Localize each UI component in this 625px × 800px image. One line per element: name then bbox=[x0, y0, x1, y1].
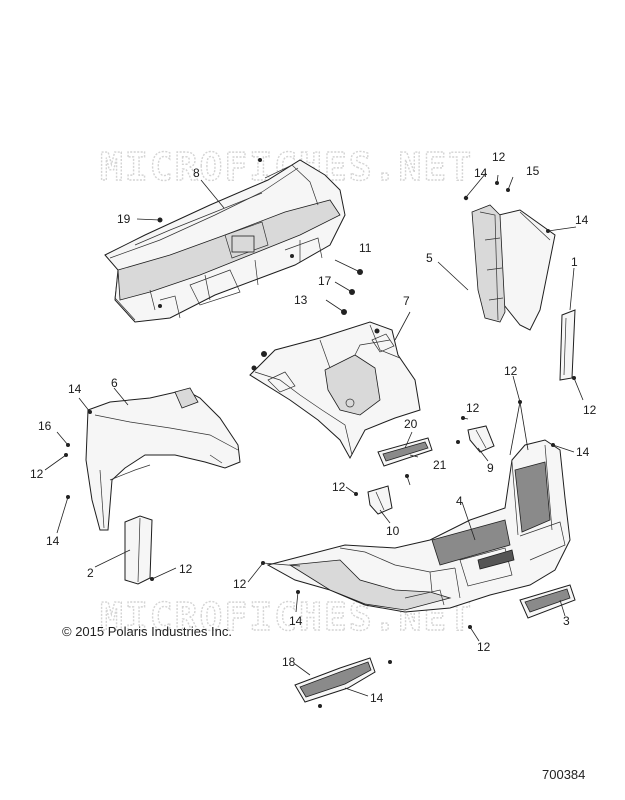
callout-label-5: 5 bbox=[426, 251, 433, 265]
callout-label-13: 13 bbox=[294, 293, 308, 307]
callout-label-3: 3 bbox=[563, 614, 570, 628]
callout-label-15-top: 15 bbox=[526, 164, 540, 178]
part-4-front-bumper bbox=[266, 439, 571, 613]
callout-label-12-upper-bumper: 12 bbox=[504, 364, 518, 378]
callout-label-14-right: 14 bbox=[575, 213, 589, 227]
copyright-notice: © 2015 Polaris Industries Inc. bbox=[62, 624, 232, 639]
callout-label-18: 20 bbox=[404, 417, 418, 431]
callout-label-6: 6 bbox=[111, 376, 118, 390]
part-9-bracket bbox=[467, 425, 495, 453]
callout-label-2: 2 bbox=[87, 566, 94, 580]
callout-label-19: 18 bbox=[282, 655, 296, 669]
callout-labels: 8 19 11 17 13 7 5 14 12 15 14 1 12 12 12… bbox=[30, 150, 597, 705]
callout-label-7: 7 bbox=[403, 294, 410, 308]
callout-label-10: 10 bbox=[386, 524, 400, 538]
part-1-bracket bbox=[559, 309, 576, 381]
callout-label-14-fender-top: 14 bbox=[68, 382, 82, 396]
callout-label-12-right: 12 bbox=[583, 403, 597, 417]
document-number: 700384 bbox=[542, 767, 586, 782]
callout-label-12-bracket9: 12 bbox=[466, 401, 480, 415]
callout-label-11: 11 bbox=[359, 241, 372, 255]
part-18-small-grille bbox=[377, 437, 433, 467]
part-10-bracket bbox=[367, 485, 393, 515]
part-5-side-panel bbox=[463, 195, 556, 331]
callout-label-1: 1 bbox=[571, 255, 578, 269]
callout-label-16: 17 bbox=[318, 274, 332, 288]
callout-label-12-bumper-bottom: 12 bbox=[477, 640, 491, 654]
leader-lines bbox=[44, 172, 584, 697]
callout-label-20: 21 bbox=[433, 458, 447, 472]
callout-label-14-bottom: 14 bbox=[370, 691, 384, 705]
part-3-lower-grille bbox=[519, 584, 576, 619]
callout-label-14-fender-bottom: 14 bbox=[46, 534, 60, 548]
callout-label-12-bracket10: 12 bbox=[332, 480, 346, 494]
part-7-center-cowl bbox=[249, 321, 421, 460]
callout-label-9: 9 bbox=[487, 461, 494, 475]
callout-label-12-fender: 12 bbox=[30, 467, 44, 481]
callout-label-12-top: 12 bbox=[492, 150, 506, 164]
callout-label-14-bumper: 14 bbox=[576, 445, 590, 459]
part-8-dash-panel bbox=[104, 159, 346, 323]
callout-label-14-bumper-lower: 14 bbox=[289, 614, 303, 628]
callout-label-17: 19 bbox=[117, 212, 131, 226]
part-19-lower-grille bbox=[294, 657, 392, 708]
callout-label-15-fender: 16 bbox=[38, 419, 52, 433]
callout-label-12-bumper-left: 12 bbox=[233, 577, 247, 591]
callout-label-12-bracket2: 12 bbox=[179, 562, 193, 576]
callout-label-4: 4 bbox=[456, 494, 463, 508]
part-6-left-fender bbox=[85, 387, 241, 531]
callout-label-8: 8 bbox=[193, 166, 200, 180]
part-2-bracket bbox=[124, 515, 153, 585]
callout-label-14-top: 14 bbox=[474, 166, 488, 180]
